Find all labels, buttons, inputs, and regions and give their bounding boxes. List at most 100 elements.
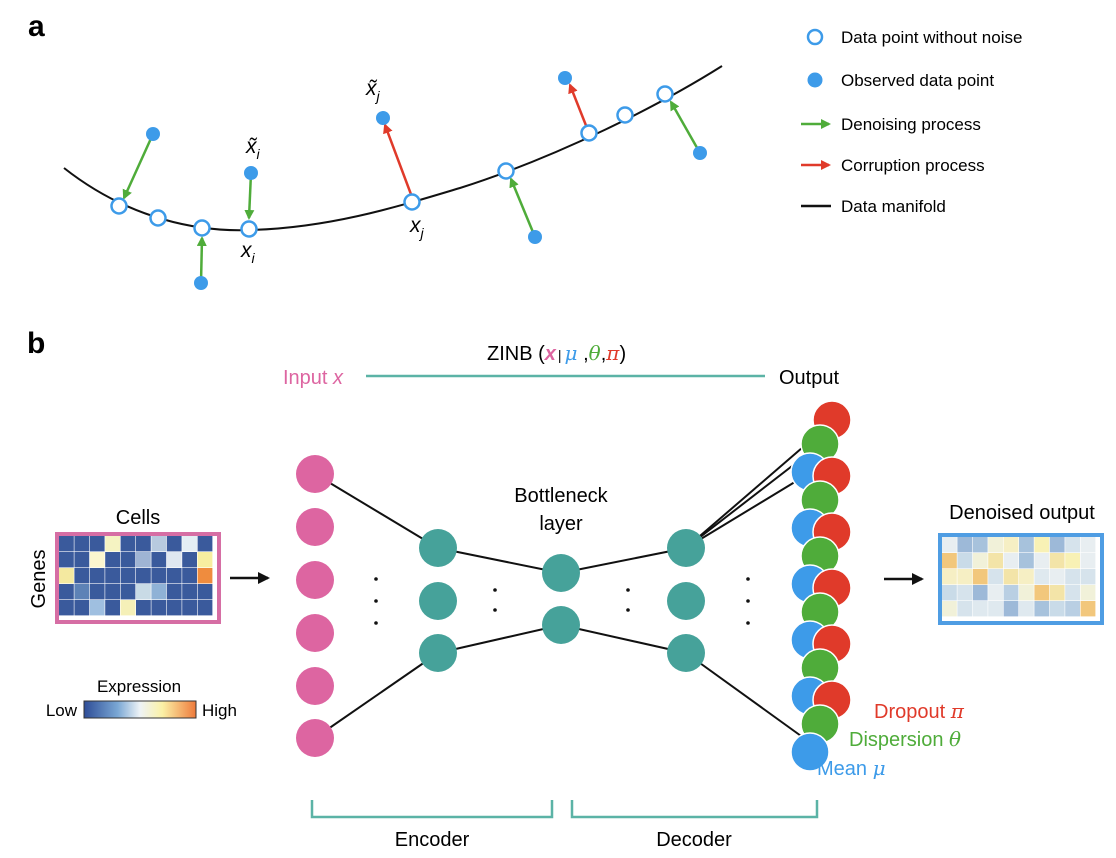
input-node xyxy=(296,667,334,705)
noise-free-point xyxy=(149,209,167,227)
encoder-node xyxy=(419,529,457,567)
heatmap-cell xyxy=(988,537,1003,553)
decoder-node xyxy=(667,529,705,567)
bottleneck-node xyxy=(542,606,580,644)
heatmap-cell xyxy=(182,536,197,552)
annotation-xt-j: x̃j xyxy=(365,77,381,104)
heatmap-cell xyxy=(1049,585,1065,601)
encoder-node xyxy=(419,582,457,620)
legend-label: Denoising process xyxy=(841,115,981,134)
heatmap-cell xyxy=(988,601,1003,617)
noise-free-point xyxy=(497,162,515,180)
mean-node xyxy=(790,732,830,772)
heatmap-cell xyxy=(120,600,136,616)
heatmap-cell xyxy=(1003,601,1019,617)
heatmap-cell xyxy=(1049,553,1065,569)
dispersion-label: Dispersion θ xyxy=(849,727,961,751)
observed-point xyxy=(528,230,542,244)
heatmap-cell xyxy=(1034,569,1050,585)
heatmap-cell xyxy=(182,584,197,600)
heatmap-cell xyxy=(166,536,182,552)
heatmap-cell xyxy=(105,552,120,568)
denoising-arrow xyxy=(244,172,255,220)
heatmap-cell xyxy=(1034,553,1050,569)
heatmap-cell xyxy=(182,568,197,584)
panel-b-label: b xyxy=(27,327,45,360)
input-node xyxy=(296,561,334,599)
heatmap-cell xyxy=(1034,585,1050,601)
output-layer xyxy=(790,400,852,772)
input-layer xyxy=(296,455,334,757)
heatmap-cell xyxy=(1049,537,1065,553)
heatmap-cell xyxy=(120,568,136,584)
heatmap-cell xyxy=(120,552,136,568)
cells-label: Cells xyxy=(116,507,160,529)
observed-points xyxy=(146,71,707,290)
heatmap-cell xyxy=(59,552,74,568)
heatmap-cell xyxy=(197,552,213,568)
heatmap-cell xyxy=(182,600,197,616)
corruption-arrows xyxy=(383,83,589,198)
heatmap-cell xyxy=(972,601,988,617)
heatmap-cell xyxy=(1065,601,1080,617)
input-node xyxy=(296,614,334,652)
legend-label: Data manifold xyxy=(841,197,946,216)
observed-point xyxy=(146,127,160,141)
heatmap-cell xyxy=(74,536,90,552)
heatmap-cell xyxy=(74,584,90,600)
heatmap-cell xyxy=(1080,601,1096,617)
noise-free-points xyxy=(110,85,674,238)
heatmap-cell xyxy=(1034,601,1050,617)
heatmap-cell xyxy=(1065,553,1080,569)
decoder-node xyxy=(667,634,705,672)
data-manifold-curve xyxy=(63,65,723,232)
heatmap-cell xyxy=(1049,569,1065,585)
heatmap-cell xyxy=(151,568,167,584)
heatmap-cell xyxy=(74,552,90,568)
heatmap-cell xyxy=(151,600,167,616)
heatmap-cell xyxy=(988,569,1003,585)
heatmap-cell xyxy=(1003,553,1019,569)
heatmap-cell xyxy=(105,536,120,552)
heatmap-cell xyxy=(151,552,167,568)
heatmap-cell xyxy=(942,569,957,585)
heatmap-cell xyxy=(105,568,120,584)
observed-point xyxy=(194,276,208,290)
heatmap-cell xyxy=(972,569,988,585)
input-node xyxy=(296,455,334,493)
bottleneck-label-line2: layer xyxy=(539,513,583,535)
denoising-arrow xyxy=(196,236,207,284)
hidden-layers xyxy=(419,529,705,672)
heatmap-cell xyxy=(136,568,151,584)
heatmap-cell xyxy=(89,584,105,600)
encoder-node xyxy=(419,634,457,672)
heatmap-cell xyxy=(105,584,120,600)
expression-low-label: Low xyxy=(46,701,78,720)
genes-label: Genes xyxy=(28,550,50,609)
heatmap-cell xyxy=(1080,553,1096,569)
heatmap-cell xyxy=(89,552,105,568)
heatmap-cell xyxy=(1065,569,1080,585)
heatmap-cell xyxy=(1034,537,1050,553)
heatmap-cell xyxy=(942,601,957,617)
heatmap-cell xyxy=(1019,537,1034,553)
heatmap-cell xyxy=(166,568,182,584)
noise-free-point xyxy=(656,85,674,103)
noise-free-point xyxy=(580,124,598,142)
encoder-bracket xyxy=(310,800,554,819)
noise-free-point xyxy=(110,197,128,215)
legend-label: Observed data point xyxy=(841,71,994,90)
mean-label: Mean μ xyxy=(817,756,886,780)
heatmap-cell xyxy=(1019,601,1034,617)
denoised-output-label: Denoised output xyxy=(949,502,1095,524)
observed-point xyxy=(244,166,258,180)
observed-point xyxy=(558,71,572,85)
corruption-arrow xyxy=(568,83,589,129)
noise-free-point xyxy=(240,220,258,238)
heatmap-cell xyxy=(957,537,973,553)
output-label: Output xyxy=(779,367,839,389)
heatmap-cell xyxy=(59,568,74,584)
heatmap-cell xyxy=(59,600,74,616)
annotation-xt-i: x̃i xyxy=(245,135,261,162)
